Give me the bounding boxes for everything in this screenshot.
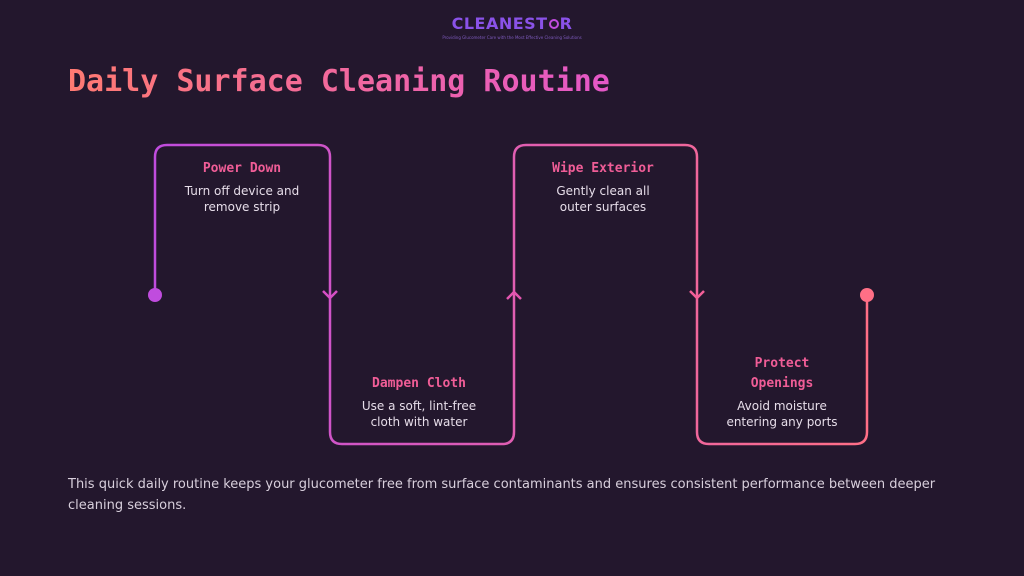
brand-name: CLEANEST R — [452, 14, 573, 33]
footer-description: This quick daily routine keeps your gluc… — [68, 477, 936, 513]
step-desc-line: entering any ports — [726, 415, 838, 429]
step-dampen-cloth: Dampen Cloth Use a soft, lint-free cloth… — [334, 374, 504, 430]
flow-line — [153, 143, 869, 446]
step-title: Power Down — [202, 161, 282, 176]
arrow-up-icon — [506, 290, 522, 300]
step-description: Use a soft, lint-free cloth with water — [334, 398, 504, 430]
step-title: Dampen Cloth — [372, 376, 466, 391]
step-desc-line: Avoid moisture — [737, 399, 827, 413]
step-description: Avoid moisture entering any ports — [697, 398, 867, 430]
page-title: Daily Surface Cleaning Routine — [68, 64, 610, 99]
brand-tagline: Providing Glucometer Care with the Most … — [442, 35, 582, 40]
step-description: Turn off device and remove strip — [157, 183, 327, 215]
step-desc-line: outer surfaces — [559, 200, 647, 214]
brand-name-part1: CLEANEST — [451, 14, 548, 33]
step-power-down: Power Down Turn off device and remove st… — [157, 159, 327, 215]
logo-o-icon — [548, 18, 559, 29]
step-desc-line: Turn off device and — [184, 184, 300, 198]
step-desc-line: Gently clean all — [556, 184, 650, 198]
end-dot — [860, 288, 874, 302]
step-wipe-exterior: Wipe Exterior Gently clean all outer sur… — [518, 159, 688, 215]
step-description: Gently clean all outer surfaces — [518, 183, 688, 215]
step-title: Protect Openings — [697, 354, 867, 394]
arrow-down-icon — [322, 290, 338, 300]
start-dot — [148, 288, 162, 302]
arrow-down-icon — [689, 290, 705, 300]
step-title: Wipe Exterior — [552, 161, 654, 176]
step-desc-line: Use a soft, lint-free — [361, 399, 477, 413]
step-title-line: Openings — [750, 376, 814, 391]
step-desc-line: cloth with water — [370, 415, 468, 429]
step-protect-openings: Protect Openings Avoid moisture entering… — [697, 354, 867, 430]
step-desc-line: remove strip — [203, 200, 281, 214]
brand-name-part2: R — [559, 14, 573, 33]
brand-logo: CLEANEST R Providing Glucometer Care with… — [0, 14, 1024, 40]
step-title-line: Protect — [754, 356, 810, 371]
